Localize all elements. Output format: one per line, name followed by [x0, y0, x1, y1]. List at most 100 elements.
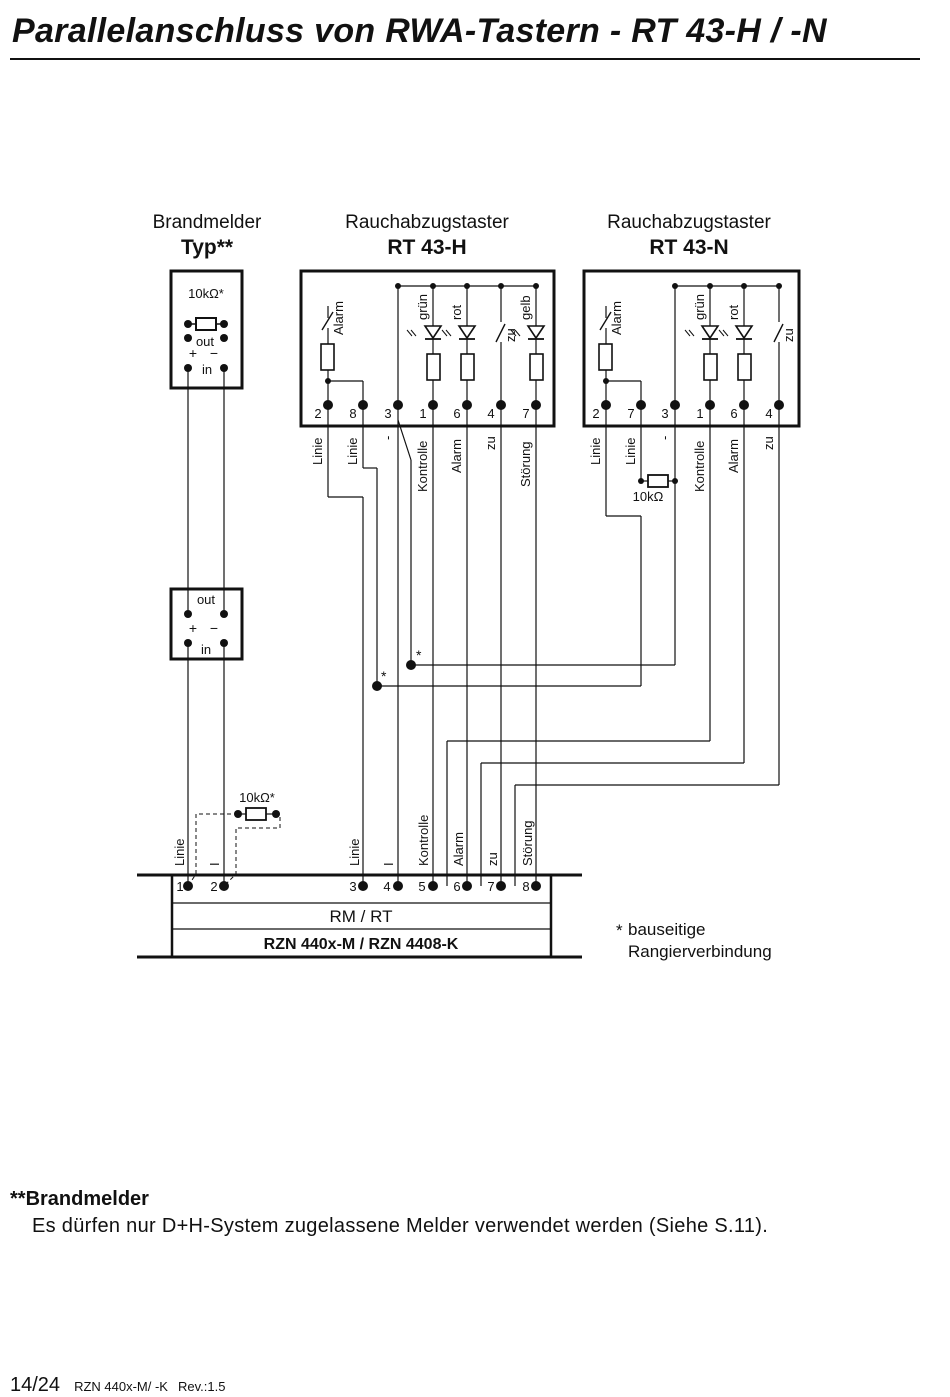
rt43n-model: RT 43-N: [649, 236, 728, 259]
panel-terminal-3: 3: [349, 879, 356, 894]
panel-terminal-2: 2: [210, 879, 217, 894]
detector-upper-plus-label: +: [189, 345, 197, 361]
rt43n-terminal-3: 3: [661, 406, 668, 421]
footnote-heading-row: **Brandmelder: [10, 1188, 768, 1211]
panel-row1: RM / RT: [330, 907, 393, 926]
rt43n-resistor-label: 10kΩ: [633, 489, 664, 504]
rt43h-wire-zu: zu: [483, 436, 498, 450]
legend-star: *: [616, 921, 623, 940]
rt43h-wire-stoerung: Störung: [518, 441, 533, 487]
legend: * bauseitige Rangierverbindung: [616, 920, 772, 961]
interconnect-wires: [327, 405, 780, 886]
panel-terminal-1: 1: [176, 879, 183, 894]
footnote-body: Es dürfen nur D+H-System zugelassene Mel…: [32, 1215, 769, 1237]
detector-lower-in-label: in: [201, 642, 211, 657]
rt43h-wire-linie-2: Linie: [345, 438, 360, 465]
control-panel: RM / RT RZN 440x-M / RZN 4408-K: [137, 873, 582, 959]
rt43h-label-rot: rot: [449, 304, 464, 320]
rt43h-terminal-1: 1: [419, 406, 426, 421]
panel-wire-minus-1: I: [207, 862, 222, 866]
detector-lower-minus-label: −: [210, 620, 218, 636]
panel-wire-kontrolle: Kontrolle: [416, 815, 431, 866]
panel-terminal-5: 5: [418, 879, 425, 894]
junction-mark-1: *: [416, 647, 422, 663]
panel-terminal-6: 6: [453, 879, 460, 894]
rt43h-terminal-6: 6: [453, 406, 460, 421]
detector-heading: Brandmelder: [153, 212, 262, 233]
rt43h-wire-linie-1: Linie: [310, 438, 325, 465]
rt43h-wire-kontrolle: Kontrolle: [415, 441, 430, 492]
junction-dot-1: [406, 660, 416, 670]
detector-upper-minus-label: −: [210, 345, 218, 361]
detector-upper-resistor-label: 10kΩ*: [188, 286, 224, 301]
rt43h-box: Alarm grün rot zu gelb: [299, 269, 556, 428]
panel-terminal-4: 4: [383, 879, 390, 894]
rt43n-wire-zu: zu: [761, 436, 776, 450]
document-id: RZN 440x-M/ -K: [74, 1379, 168, 1394]
page-footer: 14/24 RZN 440x-M/ -K Rev.:1.5: [10, 1374, 225, 1397]
rt43n-terminal-7: 7: [627, 406, 634, 421]
panel-wire-minus-2: I: [381, 862, 396, 866]
page-title: Parallelanschluss von RWA-Tastern - RT 4…: [12, 12, 827, 50]
rt43h-terminal-8: 8: [349, 406, 356, 421]
rt43h-wire-labels: Linie Linie - Kontrolle Alarm zu Störung: [310, 436, 533, 492]
junction-mark-2: *: [381, 668, 387, 684]
rt43h-terminal-2: 2: [314, 406, 321, 421]
detector-upper: 10kΩ* out + − in: [169, 269, 244, 390]
rt43n-label-gruen: grün: [692, 294, 707, 320]
title-rule: [10, 58, 920, 60]
rt43n-terminal-4: 4: [765, 406, 772, 421]
panel-wire-zu: zu: [485, 852, 500, 866]
rt43n-terminal-numbers: 2 7 3 1 6 4: [592, 406, 772, 421]
rt43n-terminal-2: 2: [592, 406, 599, 421]
rt43n-resistor: [638, 474, 678, 488]
detector-lower-plus-label: +: [189, 620, 197, 636]
panel-row2: RZN 440x-M / RZN 4408-K: [264, 936, 459, 953]
footnote: **Brandmelder Es dürfen nur D+H-System z…: [10, 1188, 768, 1238]
legend-line2: Rangierverbindung: [628, 942, 772, 961]
rt43n-wire-kontrolle: Kontrolle: [692, 441, 707, 492]
junction-dot-2: [372, 681, 382, 691]
rt43n-label-rot: rot: [726, 304, 741, 320]
panel-wire-linie-2: Linie: [347, 839, 362, 866]
rt43h-model: RT 43-H: [387, 236, 466, 259]
panel-wire-labels: Linie I Linie I Kontrolle Alarm zu Störu…: [172, 815, 535, 866]
panel-terminal-numbers: 1 2 3 4 5 6 7 8: [176, 879, 529, 894]
footnote-heading: Brandmelder: [25, 1188, 149, 1210]
rt43n-wire-linie-2: Linie: [623, 438, 638, 465]
rt43n-label-zu: zu: [781, 328, 796, 342]
rt43n-terminal-1: 1: [696, 406, 703, 421]
rt43h-terminal-7: 7: [522, 406, 529, 421]
rt43h-label-alarm: Alarm: [331, 301, 346, 335]
panel-resistor-label: 10kΩ*: [239, 790, 275, 805]
rt43h-terminal-3: 3: [384, 406, 391, 421]
footnote-mark: **: [10, 1188, 26, 1210]
rt43h-heading: Rauchabzugstaster: [345, 212, 509, 233]
detector-type: Typ**: [181, 236, 234, 259]
rt43n-terminal-6: 6: [730, 406, 737, 421]
rt43h-label-gruen: grün: [415, 294, 430, 320]
panel-terminal-8: 8: [522, 879, 529, 894]
detector-lower: out + − in: [169, 587, 244, 661]
panel-wire-linie-1: Linie: [172, 839, 187, 866]
rt43n-box: Alarm grün rot zu: [582, 269, 801, 428]
detector-wires: [187, 368, 225, 886]
revision: Rev.:1.5: [177, 1379, 226, 1394]
page-number: 14/24: [10, 1374, 61, 1396]
rt43n-wire-minus: -: [657, 436, 672, 440]
detector-upper-out-label: out: [196, 334, 214, 349]
detector-upper-in-label: in: [202, 362, 212, 377]
legend-line1: bauseitige: [628, 920, 706, 939]
rt43h-label-zu: zu: [503, 328, 518, 342]
rt43h-label-gelb: gelb: [518, 295, 533, 320]
panel-resistor: 10kΩ*: [187, 790, 281, 887]
panel-wire-alarm: Alarm: [451, 832, 466, 866]
panel-wire-stoerung: Störung: [520, 820, 535, 866]
detector-upper-resistor: [195, 317, 217, 331]
rt43h-wire-minus: -: [380, 436, 395, 440]
rt43n-label-alarm: Alarm: [609, 301, 624, 335]
detector-lower-out-label: out: [197, 592, 215, 607]
rt43h-wire-alarm: Alarm: [449, 439, 464, 473]
rt43n-wire-alarm: Alarm: [726, 439, 741, 473]
